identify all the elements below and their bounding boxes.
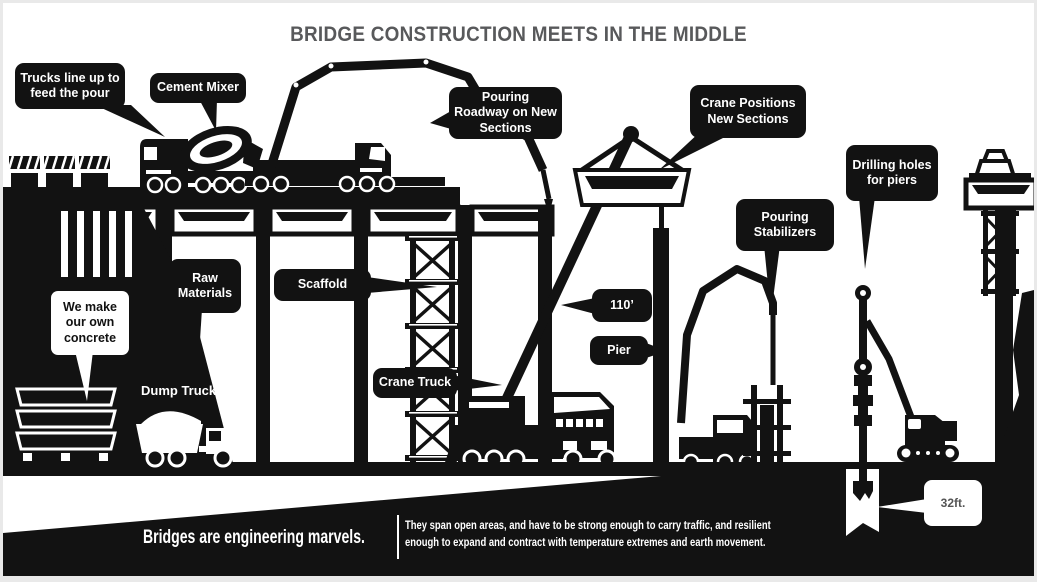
callout-tails (75, 99, 927, 513)
callout-pouring-stabilizers: Pouring Stabilizers (736, 199, 834, 251)
callout-32ft: 32ft. (924, 480, 982, 526)
infographic-canvas: BRIDGE CONSTRUCTION MEETS IN THE MIDDLE … (3, 3, 1034, 576)
concrete-trays-icon (15, 387, 117, 461)
callout-trucks-line-up: Trucks line up to feed the pour (15, 63, 125, 109)
crane-truck-icon (444, 392, 617, 469)
callout-cement-mixer: Cement Mixer (150, 73, 246, 103)
stabilizer-pump-truck-icon (677, 265, 791, 471)
callout-we-make-concrete: We make our own concrete (51, 291, 129, 355)
footer-earth (3, 476, 1034, 576)
callout-raw-materials: Raw Materials (169, 259, 241, 313)
dump-truck-icon (136, 411, 239, 468)
callout-crane-truck: Crane Truck (373, 368, 457, 398)
callout-drilling-holes: Drilling holes for piers (846, 145, 938, 201)
pump-truck-icon (245, 58, 553, 215)
crane-and-hanging-section-icon (480, 126, 692, 448)
callout-scaffold: Scaffold (274, 269, 371, 301)
footer-body-line2: enough to expand and contract with tempe… (405, 537, 766, 549)
right-pier-structure (963, 149, 1034, 470)
scaffold-tower-icon (405, 233, 461, 468)
callout-crane-positions: Crane Positions New Sections (690, 85, 806, 138)
dump-truck-label: Dump Truck (141, 383, 217, 398)
footer-headline: Bridges are engineering marvels. (143, 527, 365, 548)
cement-mixer-truck-icon (140, 125, 263, 194)
callout-110ft: 110’ (592, 289, 652, 322)
page-title: BRIDGE CONSTRUCTION MEETS IN THE MIDDLE (290, 23, 747, 46)
footer-divider (397, 515, 399, 559)
callout-pier: Pier (590, 336, 648, 365)
material-bins-icon (7, 155, 111, 187)
rock-cliff (1003, 290, 1034, 470)
drilled-hole-icon (846, 443, 879, 536)
callout-pouring-roadway: Pouring Roadway on New Sections (449, 87, 562, 139)
ground (3, 462, 1034, 476)
pier-column (653, 207, 669, 468)
drilling-rig-icon (853, 285, 959, 464)
footer-body-line1: They span open areas, and have to be str… (405, 520, 771, 532)
